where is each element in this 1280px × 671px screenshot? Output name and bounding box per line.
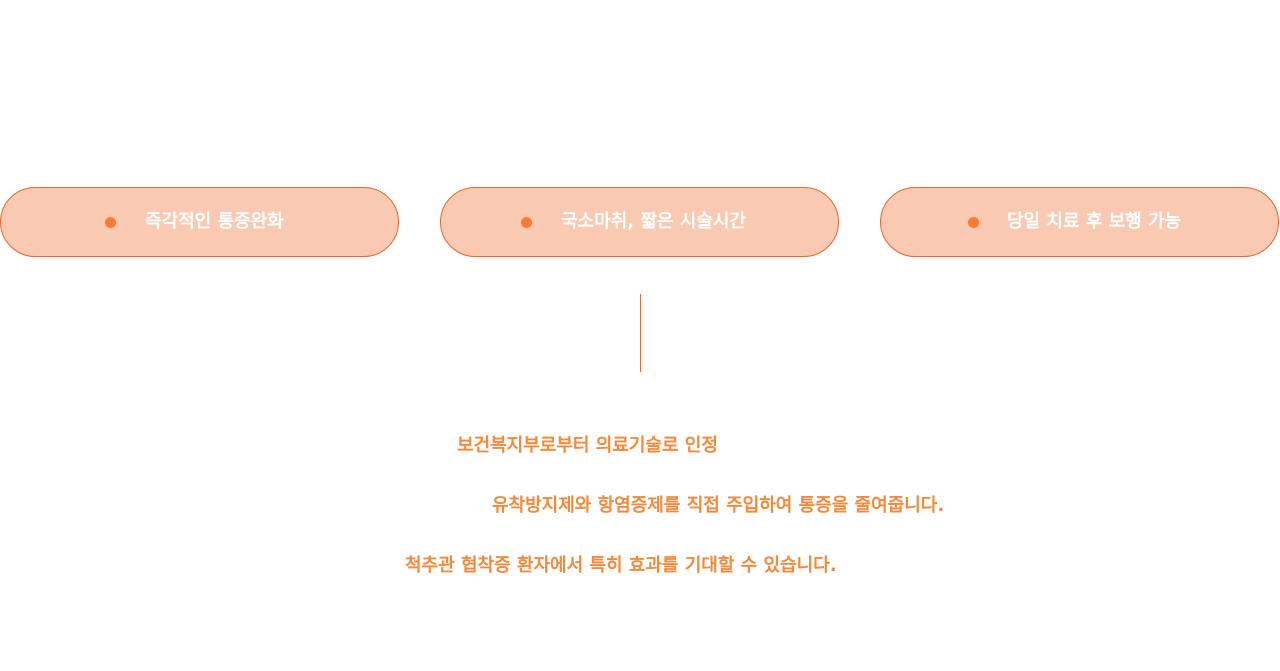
feature-pill-same-day-walking: 당일 치료 후 보행 가능 [880,187,1279,257]
bullet-dot-icon [521,217,532,228]
bullet-dot-icon [968,217,979,228]
description-line-treatment: 유착방지제와 항염증제를 직접 주입하여 통증을 줄여줍니다. [492,495,945,516]
feature-pill-instant-pain-relief: 즉각적인 통증완화 [0,187,399,257]
vertical-divider [640,294,641,372]
bullet-dot-icon [105,217,116,228]
feature-pill-label: 즉각적인 통증완화 [145,211,284,232]
description-line-effect: 척추관 협착증 환자에서 특히 효과를 기대할 수 있습니다. [405,555,837,576]
feature-pill-local-anesthesia: 국소마취, 짧은 시술시간 [440,187,839,257]
feature-pill-label: 국소마취, 짧은 시술시간 [561,211,746,232]
description-line-certification: 보건복지부로부터 의료기술로 인정 [457,435,718,456]
feature-pill-label: 당일 치료 후 보행 가능 [1007,211,1182,232]
